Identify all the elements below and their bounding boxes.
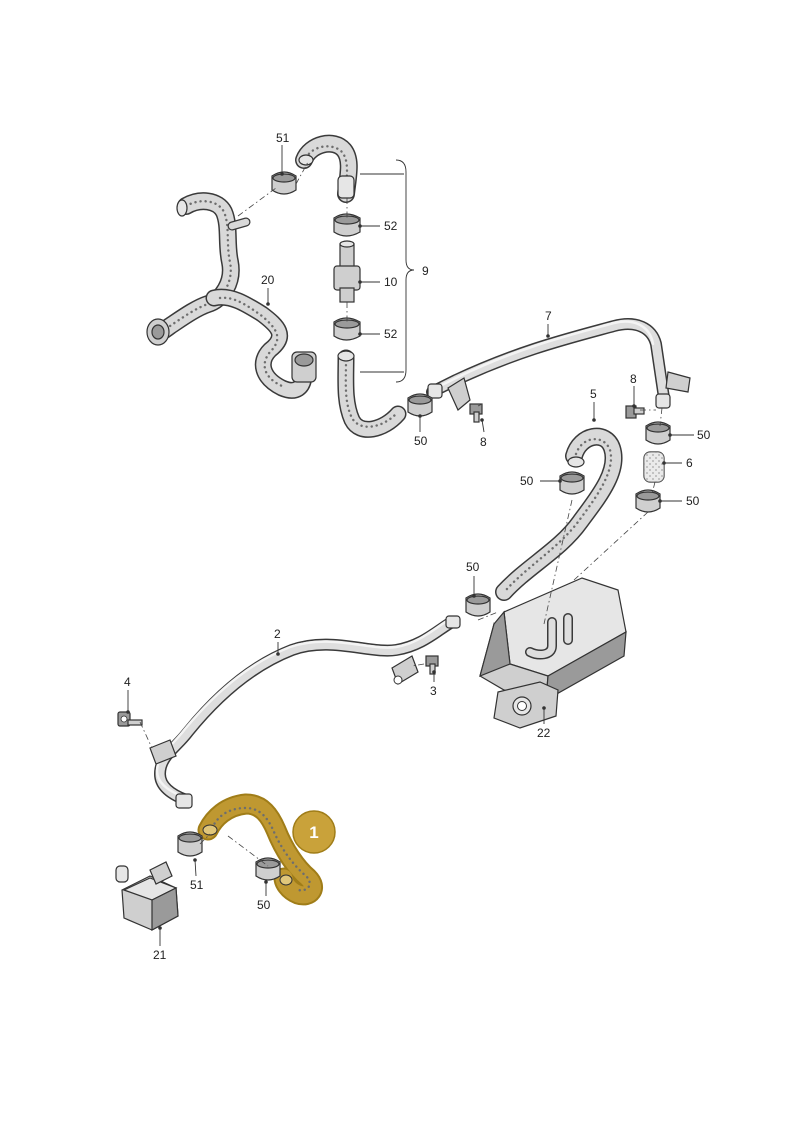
label-4: 4 [124,675,131,689]
clamp-50-near-pipe7 [407,393,433,417]
clamp-50-mid [465,593,491,617]
hose-assembly-20 [146,192,317,399]
label-9: 9 [422,264,429,278]
label-50-d: 50 [520,474,534,488]
clamp-50-right-lower [635,489,661,513]
bolt-8-right [625,405,645,419]
label-8-lower: 8 [480,435,487,449]
bolt-4 [117,711,143,727]
label-50-e: 50 [466,560,480,574]
label-51-upper: 51 [276,131,290,145]
label-7: 7 [545,309,552,323]
label-52-lower: 52 [384,327,398,341]
label-50-b: 50 [697,428,711,442]
cooler-22 [479,577,627,729]
clamp-51-lower [177,831,203,857]
clamp-50-right-upper [645,421,671,445]
hose-6 [643,451,665,483]
label-52-upper: 52 [384,219,398,233]
valve-10 [333,240,361,303]
label-8-right: 8 [630,372,637,386]
pipe-2 [149,615,461,809]
label-3: 3 [430,684,437,698]
label-1: 1 [309,823,318,842]
part-1-badge[interactable]: 1 [292,810,336,854]
clamp-51-upper [271,171,297,195]
label-22: 22 [537,726,551,740]
hose-1-highlighted [197,793,323,906]
clamp-50-lower [255,857,281,881]
label-51-lower: 51 [190,878,204,892]
pipe-7 [426,318,691,411]
label-21: 21 [153,948,167,962]
label-50-a: 50 [414,434,428,448]
bolt-8-lower [469,403,483,423]
label-6: 6 [686,456,693,470]
label-50-f: 50 [257,898,271,912]
bolt-3 [425,655,439,675]
clamp-50-hose5 [559,471,585,495]
part-labels: 51 52 10 9 52 20 7 8 8 50 50 6 50 5 50 5… [124,131,711,962]
clamp-52-upper [333,213,361,237]
assembly-guide-lines [139,161,663,867]
leader-lines [126,145,694,946]
hose-5 [495,427,623,601]
label-2: 2 [274,627,281,641]
clamp-52-lower [333,317,361,341]
pump-21 [115,861,179,932]
hose-group-9 [271,134,407,438]
label-20: 20 [261,273,275,287]
label-5: 5 [590,387,597,401]
label-10: 10 [384,275,398,289]
label-50-c: 50 [686,494,700,508]
